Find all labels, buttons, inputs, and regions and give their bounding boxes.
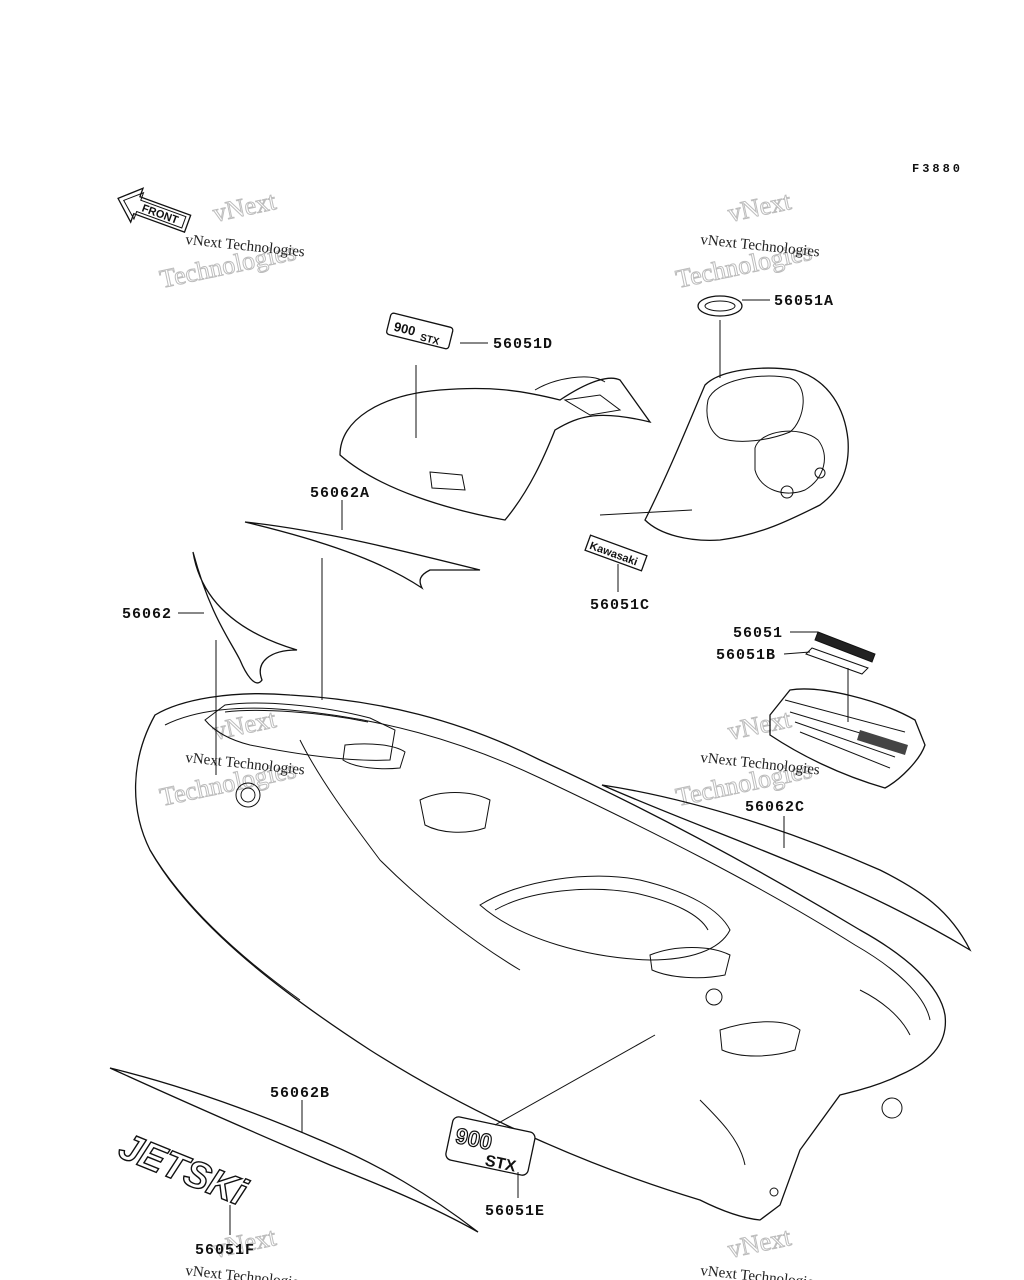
watermark-top-left: vNext Technologies vNext Technologies	[157, 186, 306, 295]
part-label-56051: 56051	[733, 625, 783, 642]
part-labels: 56051D 56051A 56062A 56062 56051C 56051 …	[122, 293, 834, 1259]
part-label-56051A: 56051A	[774, 293, 834, 310]
part-label-56062C: 56062C	[745, 799, 805, 816]
watermark-mid-left: vNext Technologies vNext Technologies	[157, 704, 306, 813]
part-label-56062A: 56062A	[310, 485, 370, 502]
front-arrow-icon: FRONT	[117, 187, 192, 233]
part-label-56051D: 56051D	[493, 336, 553, 353]
decal-model-suffix: STX	[483, 1152, 517, 1175]
part-label-56062: 56062	[122, 606, 172, 623]
part-label-56051E: 56051E	[485, 1203, 545, 1220]
watermark-big-1: vNext	[725, 186, 794, 228]
part-label-56062B: 56062B	[270, 1085, 330, 1102]
decal-56051F: JETSKi	[112, 1125, 254, 1216]
watermark-top-right: vNext Technologies vNext Technologies	[673, 186, 821, 295]
engine-cover-part	[769, 688, 926, 789]
decal-56051C: Kawasaki	[584, 534, 648, 572]
decal-model-number: 900	[392, 319, 417, 339]
decal-56051	[814, 631, 876, 663]
watermark-big-1: vNext	[210, 186, 279, 228]
decal-jetski: JETSKi	[113, 1126, 253, 1215]
decal-model-suffix: STX	[419, 332, 441, 347]
part-label-56051F: 56051F	[195, 1242, 255, 1259]
part-label-56051C: 56051C	[590, 597, 650, 614]
decal-56051E: 900 STX	[445, 1116, 536, 1176]
stripe-56062C	[601, 784, 972, 952]
figure-code: F3880	[912, 162, 963, 176]
stripe-56062B	[109, 1067, 479, 1233]
hull-part	[134, 693, 947, 1221]
seat-cover-part	[339, 376, 652, 521]
watermark-small: vNext Technologies	[185, 1263, 306, 1280]
stripe-56062	[192, 551, 298, 684]
decal-56051A	[697, 295, 743, 317]
stripe-56062A	[244, 521, 481, 590]
leader-lines	[178, 299, 849, 1235]
watermark-mid-right: vNext Technologies vNext Technologies	[673, 704, 821, 813]
part-label-56051B: 56051B	[716, 647, 776, 664]
console-cover-part	[644, 367, 849, 541]
decal-56051D: 900 STX	[386, 312, 454, 350]
watermark-big-1: vNext	[725, 1222, 794, 1264]
watermark-small: vNext Technologies	[700, 1263, 821, 1280]
watermark-bottom-right: vNext vNext Technologies	[700, 1222, 821, 1280]
watermark-big-1: vNext	[725, 704, 794, 746]
